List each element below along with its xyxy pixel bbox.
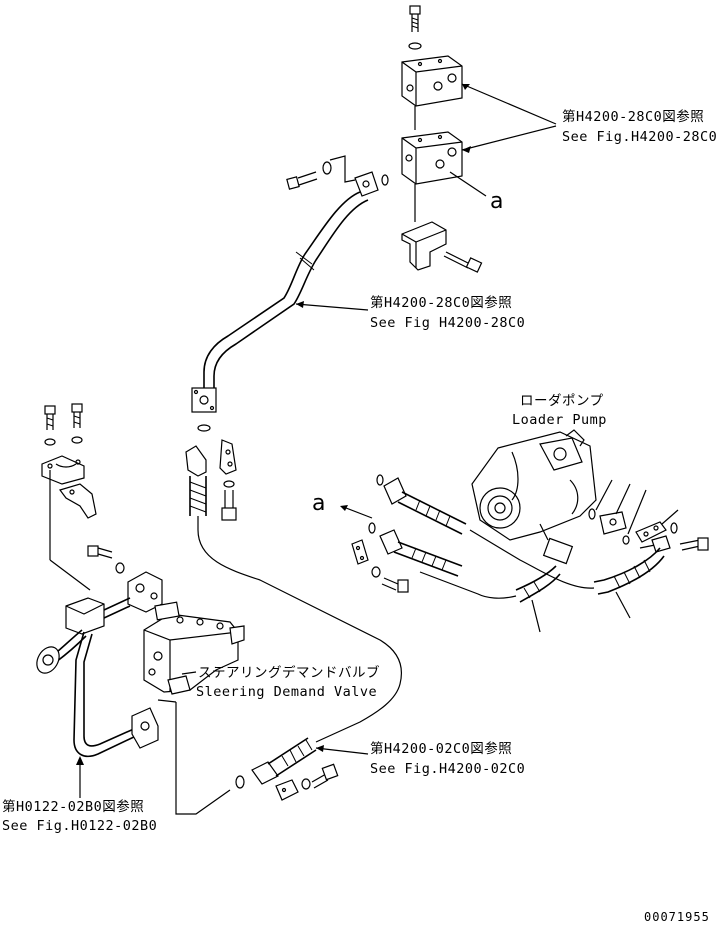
lower-flange-o-ring-icon: [368, 522, 376, 534]
pump-clamp-icon: [635, 521, 667, 543]
steering-demand-valve: [143, 601, 245, 695]
upper-pipe: [203, 191, 369, 392]
pipe-clamp-lower: [59, 483, 97, 519]
drawing-number: 00071955: [644, 910, 710, 924]
upper-pipe-flange: [354, 171, 379, 197]
lower-clamp-icon: [275, 779, 299, 801]
pump-washer-icon-1: [622, 535, 630, 545]
pump-flange: [599, 511, 627, 535]
upper-flange-o-ring-icon: [376, 474, 384, 486]
steering-block: [127, 571, 163, 613]
pump-lower-clamp-icon: [351, 539, 369, 565]
bracket-upper: [401, 221, 447, 271]
lower-hose-ref-jp: 第H4200-02C0図参照: [370, 740, 512, 757]
steering-valve-jp: ステアリングデマンドバルブ: [198, 664, 380, 681]
left-pipe-ref-jp: 第H0122-02B0図参照: [2, 798, 144, 815]
left-bolt-icon-2: [71, 403, 83, 428]
top-washer-icon: [408, 42, 422, 50]
lower-washer-icon: [301, 778, 311, 790]
pump-hose-right: [469, 529, 665, 619]
middle-clamp-icon: [219, 439, 237, 475]
middle-bolt-icon: [221, 490, 237, 521]
upper-pipe-lower-flange: [191, 387, 217, 413]
pump-pipe-upper: [383, 477, 467, 535]
pump-lower-bolt-icon: [381, 577, 409, 593]
pump-bolt-icon: [639, 535, 709, 553]
upper-pipe-ref-en: See Fig H4200-28C0: [370, 315, 525, 331]
lower-hose-ref-en: See Fig.H4200-02C0: [370, 761, 525, 777]
upper-pipe-lower-o-ring-icon: [197, 424, 211, 432]
bracket-bolt-icon: [443, 251, 483, 273]
left-pipe-ref-en: See Fig.H0122-02B0: [2, 818, 157, 834]
upper-pipe-washer-icon: [322, 161, 332, 175]
pump-pipe-lower: [379, 529, 463, 577]
left-pipe-assembly: [36, 597, 159, 758]
loader-pump: [471, 429, 597, 565]
pump-lower-washer-icon: [371, 566, 381, 578]
callout-a-upper: a: [490, 189, 503, 214]
loader-pump-en: Loader Pump: [512, 412, 607, 428]
pump-o-ring-icon: [588, 508, 596, 520]
left-bolt-icon-1: [44, 405, 56, 430]
valve-block-ref-en: See Fig.H4200-28C0: [562, 129, 717, 145]
callout-a-lower: a: [312, 491, 325, 516]
valve-block-upper: [401, 55, 463, 107]
middle-washer-icon: [223, 480, 235, 488]
lower-o-ring-icon: [235, 775, 245, 789]
top-bolt-icon: [409, 5, 421, 32]
steering-valve-en: Sleering Demand Valve: [196, 684, 377, 700]
upper-pipe-o-ring-icon: [381, 174, 389, 186]
upper-pipe-ref-jp: 第H4200-28C0図参照: [370, 294, 512, 311]
pump-washer-icon-2: [670, 522, 678, 534]
steering-washer-icon: [115, 562, 125, 574]
pump-hose-left: [419, 565, 561, 633]
valve-block-lower: [401, 131, 463, 185]
valve-block-ref-jp: 第H4200-28C0図参照: [562, 108, 704, 125]
lower-bolt-icon: [311, 763, 339, 789]
upper-pipe-bolt-icon: [286, 171, 318, 190]
loader-pump-jp: ローダポンプ: [520, 393, 604, 409]
middle-hose: [185, 445, 402, 743]
left-washer-icon-1: [44, 438, 56, 446]
left-washer-icon-2: [71, 436, 83, 444]
steering-bolt-icon: [87, 545, 113, 559]
pipe-clamp-upper: [41, 455, 85, 485]
lower-hose: [251, 737, 317, 785]
